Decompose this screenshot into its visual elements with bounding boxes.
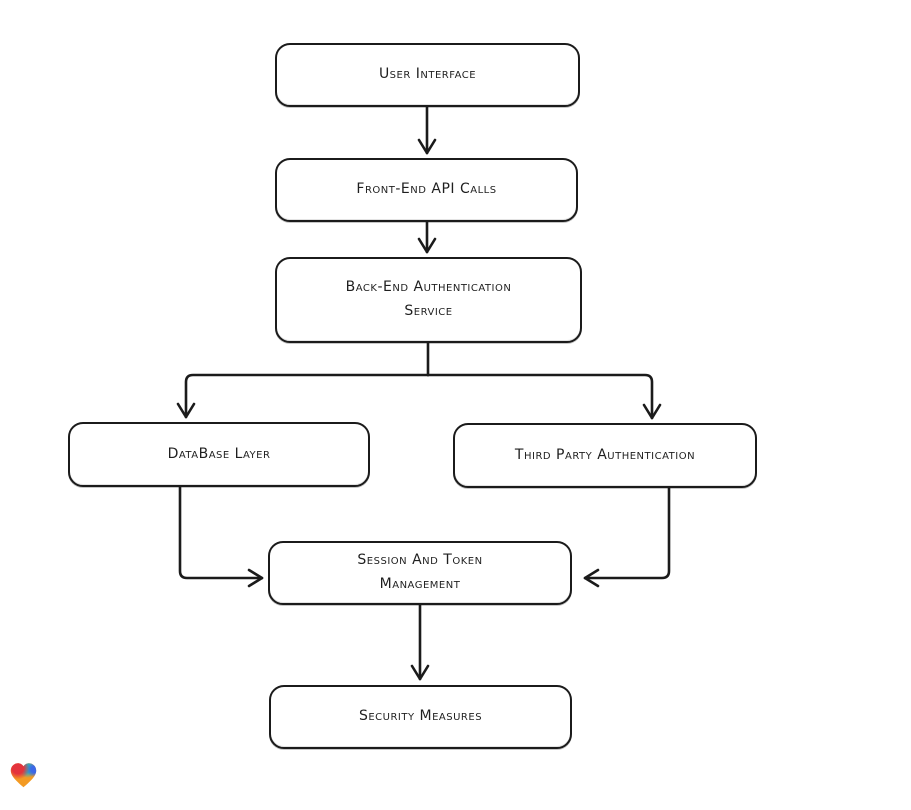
lovable-heart-logo-icon[interactable] bbox=[8, 761, 39, 790]
node-front-end-api-calls-label: Front-End API Calls bbox=[356, 181, 497, 198]
arrow-backend-to-thirdparty bbox=[426, 373, 662, 420]
node-database-layer: DataBase Layer bbox=[68, 422, 370, 487]
node-back-end-authentication-service: Back-End Authentication Service bbox=[275, 257, 582, 343]
node-user-interface: User Interface bbox=[275, 43, 580, 107]
arrow-backend-to-database bbox=[176, 373, 430, 419]
node-third-party-authentication: Third Party Authentication bbox=[453, 423, 757, 488]
node-third-party-authentication-label: Third Party Authentication bbox=[514, 446, 696, 463]
node-database-layer-label: DataBase Layer bbox=[167, 445, 271, 462]
node-security-measures: Security Measures bbox=[269, 685, 572, 749]
node-user-interface-label: User Interface bbox=[378, 66, 477, 83]
arrow-database-to-session bbox=[178, 485, 264, 588]
node-session-and-token-management: Session And Token Management bbox=[268, 541, 572, 605]
arrow-thirdparty-to-session bbox=[583, 486, 671, 588]
node-back-end-authentication-service-label: Back-End Authentication Service bbox=[345, 279, 512, 319]
node-session-and-token-management-label: Session And Token Management bbox=[357, 552, 483, 592]
node-front-end-api-calls: Front-End API Calls bbox=[275, 158, 578, 222]
node-security-measures-label: Security Measures bbox=[358, 708, 483, 725]
